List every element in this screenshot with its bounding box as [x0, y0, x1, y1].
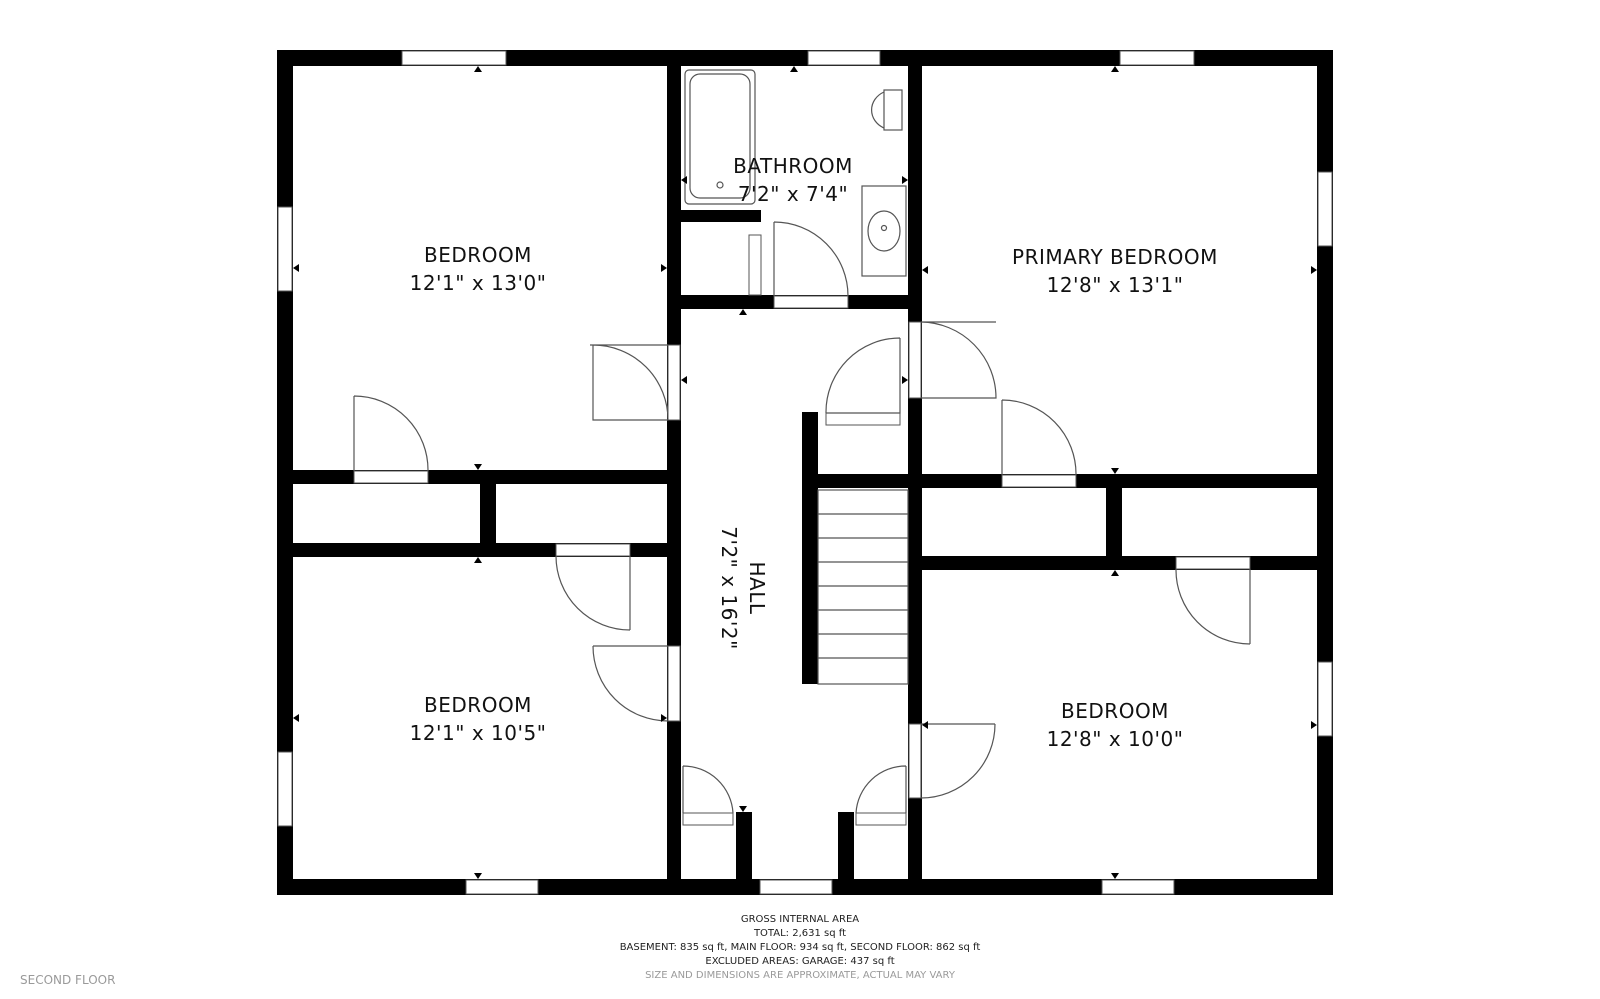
stairs: [817, 489, 909, 685]
toilet-bowl: [871, 91, 885, 129]
room-name-bedroom-sw: BEDROOM: [424, 693, 532, 717]
room-dims-bathroom: 7'2" x 7'4": [738, 182, 848, 206]
window: [759, 879, 833, 895]
dimension-markers: [293, 66, 1317, 879]
window: [401, 50, 507, 66]
window: [1317, 171, 1333, 247]
wall-hall-closet-right: [838, 812, 854, 879]
room-name-bathroom: BATHROOM: [733, 154, 853, 178]
door-gap: [825, 412, 901, 426]
window: [1119, 50, 1195, 66]
bathroom-fixtures: [684, 69, 907, 277]
room-dims-primary-bedroom: 12'8" x 13'1": [1047, 273, 1184, 297]
door-gap: [667, 645, 681, 722]
outer-wall-top: [277, 50, 1333, 66]
door-swing: [920, 723, 996, 799]
room-name-bedroom-se: BEDROOM: [1061, 699, 1169, 723]
sink-basin: [867, 210, 901, 252]
door-swing: [592, 645, 669, 722]
door-swing: [855, 765, 907, 814]
door-gap: [908, 321, 922, 399]
door-gap: [555, 543, 631, 557]
wall-west-closet-divider: [480, 484, 496, 543]
wall-nw-bedroom-bottom: [293, 470, 667, 484]
room-name-primary-bedroom: PRIMARY BEDROOM: [1012, 245, 1218, 269]
wall-hall-closet-left: [736, 812, 752, 879]
door-swing: [1001, 399, 1077, 476]
door-swing: [590, 344, 669, 421]
window: [277, 751, 293, 827]
area-summary: GROSS INTERNAL AREA TOTAL: 2,631 sq ft B…: [0, 913, 1600, 983]
door-swing: [353, 395, 429, 472]
toilet-tank: [883, 89, 903, 131]
door-gap: [667, 344, 681, 421]
door-swing: [1175, 568, 1251, 645]
sink-vanity: [861, 185, 907, 277]
door-gap: [855, 812, 907, 826]
window: [1317, 661, 1333, 737]
area-summary-title: GROSS INTERNAL AREA: [740, 914, 860, 925]
door-gap: [908, 723, 922, 799]
room-name-bedroom-nw: BEDROOM: [424, 243, 532, 267]
wall-east-interior: [908, 66, 922, 879]
wall-stair-left: [802, 412, 818, 684]
door-swing: [920, 321, 997, 399]
window: [465, 879, 539, 895]
room-labels: BEDROOM 12'1" x 13'0" BATHROOM 7'2" x 7'…: [410, 154, 1218, 751]
room-dims-bedroom-se: 12'8" x 10'0": [1047, 727, 1184, 751]
wall-primary-bottom: [922, 474, 1317, 488]
room-dims-bedroom-nw: 12'1" x 13'0": [410, 271, 547, 295]
door-swings: [353, 221, 1251, 814]
openings: [277, 50, 1333, 895]
window: [277, 206, 293, 292]
door-swing: [555, 555, 631, 631]
wall-stair-closet-bottom: [818, 474, 908, 488]
door-gap: [1001, 474, 1077, 488]
room-dims-hall: 7'2" x 16'2": [717, 526, 741, 650]
door-gap: [682, 812, 734, 826]
area-summary-total: TOTAL: 2,631 sq ft: [753, 928, 847, 939]
door-gap: [353, 470, 429, 484]
area-summary-disclaimer: SIZE AND DIMENSIONS ARE APPROXIMATE, ACT…: [645, 970, 955, 981]
wall-stair-top: [802, 412, 816, 426]
floor-label: SECOND FLOOR: [20, 973, 116, 987]
wall-east-closet-divider: [1106, 488, 1122, 556]
door-swing: [682, 765, 734, 814]
area-summary-floors: BASEMENT: 835 sq ft, MAIN FLOOR: 934 sq …: [619, 942, 981, 953]
bathtub: [684, 69, 756, 205]
area-summary-excluded: EXCLUDED AREAS: GARAGE: 437 sq ft: [705, 956, 895, 967]
room-dims-bedroom-sw: 12'1" x 10'5": [410, 721, 547, 745]
window: [807, 50, 881, 66]
window: [1101, 879, 1175, 895]
door-swing: [825, 337, 901, 414]
wall-west-interior: [667, 66, 681, 879]
door-gap: [1175, 556, 1251, 570]
door-gap: [748, 234, 762, 296]
wall-se-bedroom-top: [922, 556, 1317, 570]
door-swing: [773, 221, 849, 297]
door-gap: [773, 295, 849, 309]
room-name-hall: HALL: [745, 561, 769, 614]
wall-bath-closet-top: [681, 210, 761, 222]
